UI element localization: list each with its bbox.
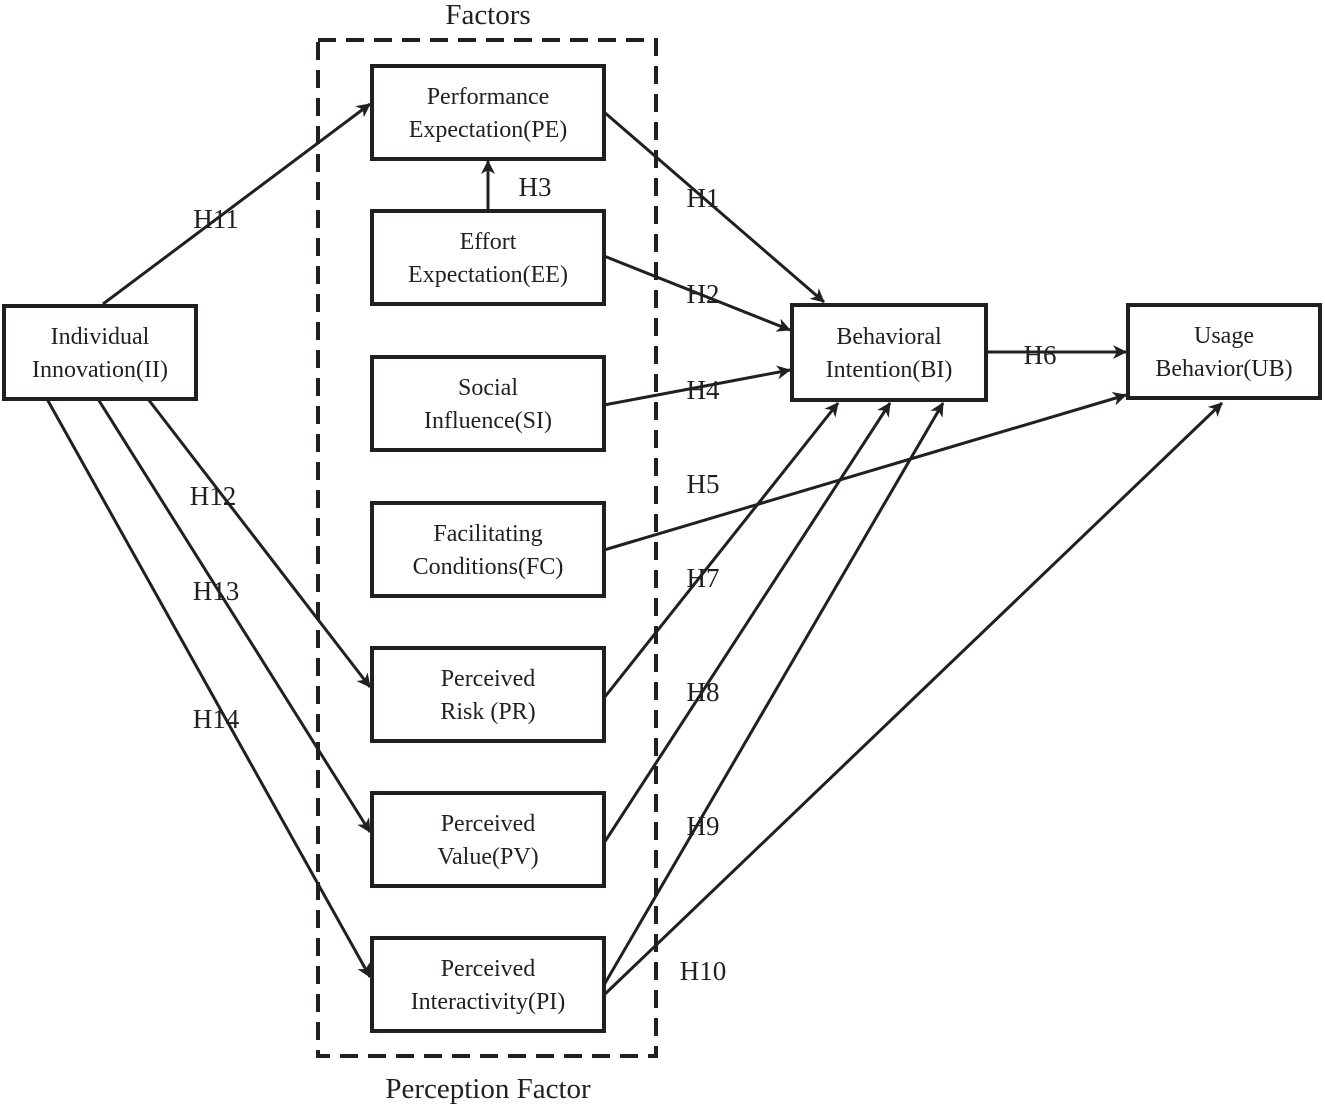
- edge-label-h11: H11: [193, 204, 239, 234]
- node-pr-line-2: Risk (PR): [440, 699, 535, 725]
- node-ub-line-1: Usage: [1194, 323, 1254, 349]
- node-perceived-risk: Perceived Risk (PR): [370, 646, 606, 743]
- edge-h4-si-to-bi: [603, 365, 791, 407]
- node-ii-line-1: Individual: [51, 324, 150, 350]
- edge-label-h12: H12: [190, 481, 237, 511]
- node-si-line-1: Social: [458, 375, 518, 401]
- edge-label-h4: H4: [687, 375, 720, 405]
- edge-label-h1: H1: [687, 183, 720, 213]
- edge-label-h7: H7: [687, 563, 720, 593]
- node-social-influence: Social Influence(SI): [370, 355, 606, 452]
- edge-label-h10: H10: [680, 956, 727, 986]
- node-ii-line-2: Innovation(II): [32, 357, 168, 383]
- group-bottom-label: Perception Factor: [385, 1073, 591, 1105]
- node-fc-line-1: Facilitating: [433, 521, 542, 547]
- edge-label-h5: H5: [687, 469, 720, 499]
- node-si-line-2: Influence(SI): [424, 408, 552, 434]
- node-bi-line-2: Intention(BI): [826, 357, 953, 383]
- node-ee-line-1: Effort: [460, 229, 517, 255]
- node-pv-line-1: Perceived: [441, 811, 536, 837]
- node-perceived-value: Perceived Value(PV): [370, 791, 606, 888]
- edge-h1-pe-to-bi: [603, 110, 825, 304]
- node-fc-line-2: Conditions(FC): [413, 554, 564, 580]
- edge-h9-pi-to-bi: [602, 402, 945, 986]
- node-pe-line-2: Expectation(PE): [409, 117, 568, 143]
- perception-factor-group-frame: [316, 38, 658, 1058]
- edge-h14-ii-to-pi: [45, 398, 372, 978]
- node-pi-line-1: Perceived: [441, 956, 536, 982]
- node-pv-line-2: Value(PV): [437, 844, 538, 870]
- node-facilitating-conditions: Facilitating Conditions(FC): [370, 501, 606, 598]
- node-effort-expectation: Effort Expectation(EE): [370, 209, 606, 306]
- edge-h11-ii-to-pe: [102, 102, 371, 306]
- edge-h5-fc-to-ub: [603, 391, 1127, 552]
- edge-h2-ee-to-bi: [603, 254, 791, 332]
- node-performance-expectation: Performance Expectation(PE): [370, 64, 606, 161]
- edge-h13-ii-to-pv: [96, 398, 372, 833]
- edge-label-h3: H3: [519, 172, 552, 202]
- edge-h7-pr-to-bi: [602, 402, 840, 699]
- node-bi-line-1: Behavioral: [836, 324, 942, 350]
- edge-label-h13: H13: [193, 576, 240, 606]
- edge-h12-ii-to-pr: [146, 398, 372, 688]
- node-ub-line-2: Behavior(UB): [1155, 356, 1292, 382]
- edge-h10-pi-to-ub: [602, 401, 1224, 997]
- edge-label-h8: H8: [687, 677, 720, 707]
- edge-label-h9: H9: [687, 811, 720, 841]
- node-pr-line-1: Perceived: [441, 666, 536, 692]
- node-usage-behavior: Usage Behavior(UB): [1126, 303, 1322, 400]
- node-ee-line-2: Expectation(EE): [408, 262, 568, 288]
- node-behavioral-intention: Behavioral Intention(BI): [790, 303, 988, 402]
- node-individual-innovation: Individual Innovation(II): [2, 304, 198, 401]
- group-top-label: Factors: [445, 0, 530, 31]
- edge-label-h6: H6: [1024, 340, 1057, 370]
- edge-h8-pv-to-bi: [602, 402, 892, 844]
- edge-label-h2: H2: [687, 279, 720, 309]
- node-pi-line-2: Interactivity(PI): [411, 989, 566, 1015]
- edge-label-layer: H1 H2 H3 H4 H5 H6 H7 H8 H9 H10 H11 H12 H…: [190, 172, 1057, 986]
- edge-layer: [45, 102, 1224, 997]
- node-pe-line-1: Performance: [427, 84, 550, 110]
- edge-label-h14: H14: [193, 704, 240, 734]
- node-perceived-interactivity: Perceived Interactivity(PI): [370, 936, 606, 1033]
